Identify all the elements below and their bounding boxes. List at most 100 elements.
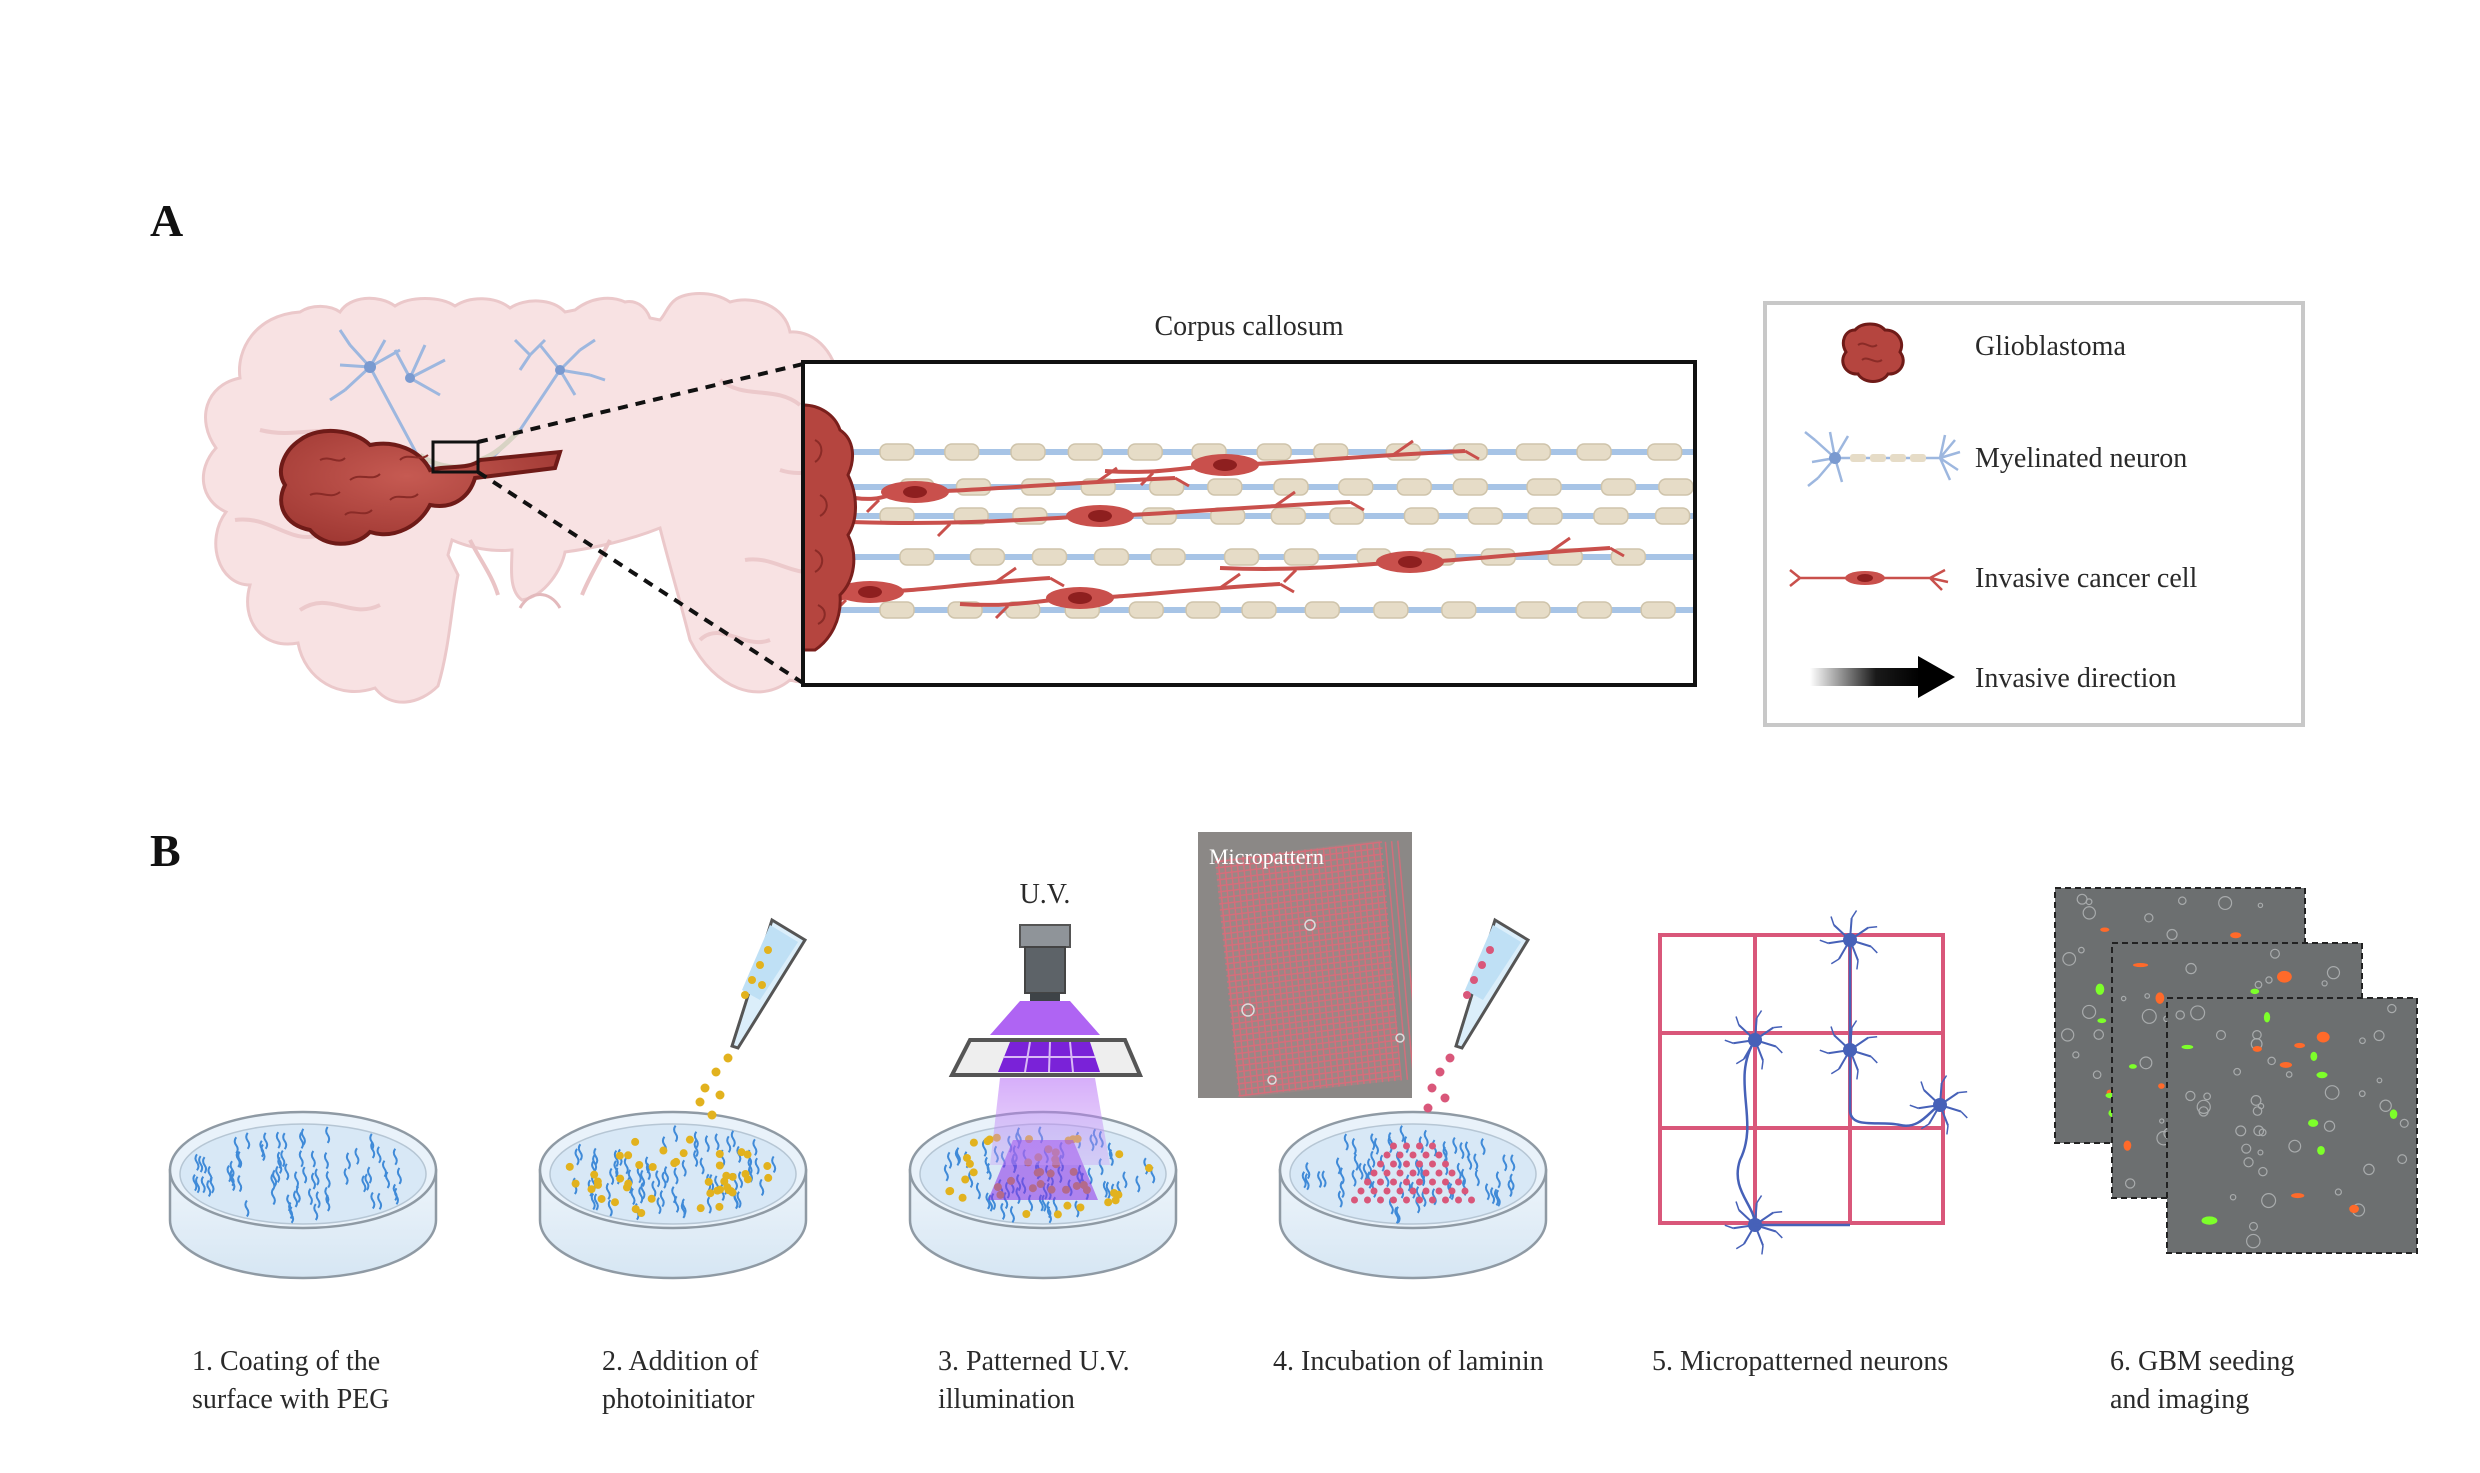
photoinitiator-dot <box>715 1150 724 1159</box>
photoinitiator-dot <box>635 1161 644 1170</box>
gbm-cell <box>2123 1140 2132 1151</box>
photoinitiator-drop <box>707 1110 717 1120</box>
cell-outline <box>2062 951 2077 966</box>
peg-strand <box>673 1125 679 1143</box>
peg-strand <box>276 1151 282 1169</box>
micropattern-label: Micropattern <box>1209 844 1324 869</box>
photoinitiator-dot <box>715 1202 724 1211</box>
micropattern-line <box>1227 967 1393 989</box>
peg-strand <box>198 1155 204 1173</box>
myelin-sheath <box>944 443 980 461</box>
cell-outline <box>2159 1118 2165 1124</box>
laminin-dot <box>1416 1178 1423 1186</box>
micropattern-line <box>1236 1057 1401 1079</box>
micropattern-line <box>1266 853 1291 1092</box>
micropattern-line <box>1229 985 1395 1007</box>
peg-strand <box>681 1198 687 1216</box>
peg-strand <box>1452 1136 1458 1155</box>
cell-outline <box>2326 966 2341 980</box>
myelin-sheath <box>1338 478 1374 496</box>
peg-strand <box>1509 1173 1515 1191</box>
laminin-dot <box>1468 1196 1475 1204</box>
invasive-cancer-cell-icon <box>1789 568 1949 591</box>
peg-strand <box>1304 1173 1310 1191</box>
micropattern-line <box>1237 1069 1402 1091</box>
micropattern-line <box>1390 841 1412 1071</box>
laminin-dot <box>1429 1196 1436 1204</box>
laminin-drop <box>1440 1093 1450 1103</box>
myelin-sheath <box>1128 601 1165 619</box>
cell-outline <box>2265 976 2273 984</box>
legend-label-myelinated-neuron: Myelinated neuron <box>1975 443 2187 474</box>
myelin-sheath <box>1600 478 1637 496</box>
cell-outline <box>2141 1008 2157 1024</box>
peg-strand <box>1374 1137 1379 1155</box>
peg-strand <box>206 1179 212 1198</box>
brain-neuron-soma-1 <box>364 361 376 373</box>
dendrite-branch <box>1946 1125 1949 1135</box>
cell-outline <box>2082 906 2096 920</box>
micropattern-line <box>1322 847 1347 1086</box>
micropattern-line <box>1222 919 1389 941</box>
peg-strand <box>681 1159 687 1177</box>
peg-strand <box>1474 1169 1480 1187</box>
cell-outline <box>2175 1010 2185 1020</box>
cell-nucleus <box>1213 459 1237 471</box>
dendrite-branch <box>1870 945 1878 954</box>
cell-outline <box>2078 946 2085 954</box>
cell-outline <box>2261 1193 2277 1209</box>
uv-label: U.V. <box>1020 879 1071 910</box>
cell-branch <box>1139 439 1480 487</box>
dendrite-branch <box>1773 1025 1783 1029</box>
photomask <box>948 1038 1144 1077</box>
cell-outline <box>2241 1143 2252 1154</box>
grid-neuron <box>1724 1195 1783 1255</box>
gbm-image-stack <box>2054 887 2418 1254</box>
peg-strand <box>237 1174 243 1193</box>
dendrite-branch <box>1830 1068 1840 1075</box>
laminin-dot <box>1390 1178 1397 1186</box>
myelin-sheath <box>1646 443 1683 461</box>
peg-strand <box>759 1178 765 1197</box>
cell-nucleus <box>858 586 882 598</box>
micropattern-line <box>1397 840 1412 1003</box>
photoinitiator-dot <box>594 1180 603 1189</box>
peg-strand <box>195 1176 201 1194</box>
peg-strand <box>298 1150 304 1168</box>
peg-strand <box>607 1199 613 1217</box>
peg-strand <box>1395 1206 1401 1224</box>
peg-strand <box>673 1167 679 1185</box>
pipette-laminin-dot <box>1486 946 1494 954</box>
dendrite-branch <box>1870 1055 1878 1064</box>
dendrite-branch <box>1724 1224 1734 1229</box>
dendrite-branch <box>1819 1049 1829 1054</box>
peg-strand <box>226 1165 232 1183</box>
laminin-dot <box>1383 1151 1391 1159</box>
myelin-sheath <box>1270 507 1307 525</box>
peg-strand <box>302 1166 308 1184</box>
cell-outline <box>2376 1077 2383 1084</box>
laminin-drop <box>1423 1103 1433 1113</box>
myelin-sheath <box>1185 601 1221 619</box>
peg-strand <box>275 1131 281 1149</box>
photoinitiator-dot <box>647 1194 656 1203</box>
cell-nucleus <box>1398 556 1422 568</box>
myelin-sheath <box>1283 548 1320 566</box>
micropattern-line <box>1226 955 1392 977</box>
pipette-photoinitiator-dot <box>741 991 749 999</box>
laminin-drop <box>1445 1053 1455 1063</box>
peg-strand <box>364 1173 370 1191</box>
peg-strand <box>738 1171 744 1189</box>
cell-outline <box>2253 1125 2265 1137</box>
laminin-dot <box>1422 1187 1430 1195</box>
dendrite-branch <box>1868 1035 1878 1039</box>
peg-strand <box>771 1155 777 1174</box>
micropattern-line <box>1230 997 1396 1019</box>
glioblastoma-icon <box>1841 322 1905 383</box>
cell-outline <box>2399 1118 2409 1128</box>
micropattern-line <box>1254 854 1278 1093</box>
cell-outline <box>2359 1037 2366 1045</box>
peg-strand <box>307 1188 313 1206</box>
peg-strand <box>1507 1179 1513 1198</box>
uv-beam-bottom <box>990 1078 1110 1165</box>
